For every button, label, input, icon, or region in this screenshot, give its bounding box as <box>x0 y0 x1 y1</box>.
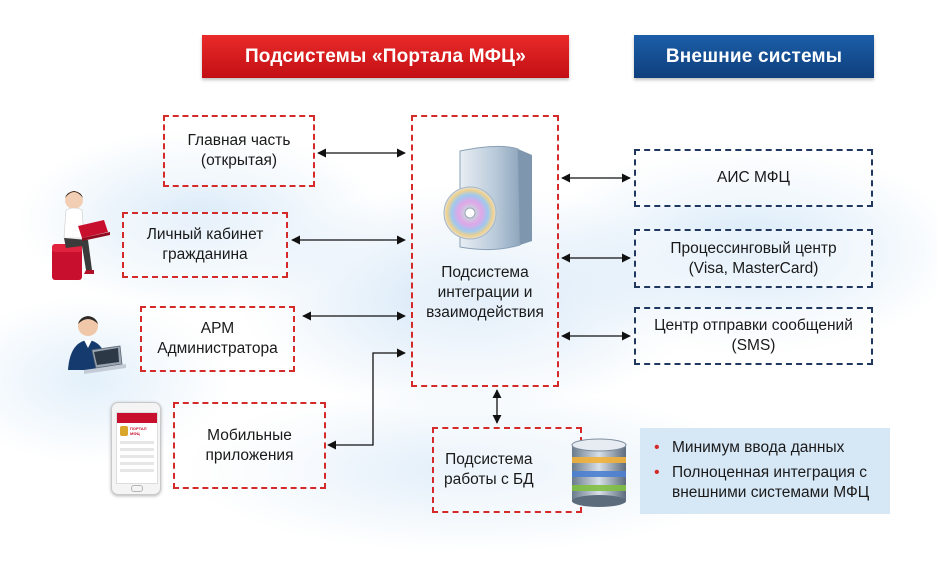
box-main-part: Главная часть (открытая) <box>163 115 315 187</box>
box-sms-label: Центр отправки сообщений (SMS) <box>654 317 853 354</box>
box-database-label: Подсистема работы с БД <box>444 451 534 488</box>
bullet-icon: • <box>654 439 660 456</box>
smartphone-screen-line <box>120 441 154 444</box>
box-main-part-label: Главная часть (открытая) <box>187 132 291 169</box>
smartphone-screen-header <box>117 413 157 423</box>
header-subsystems-label: Подсистемы «Портала МФЦ» <box>244 45 527 67</box>
box-citizen-cabinet: Личный кабинет гражданина <box>122 212 288 278</box>
box-ais-mfc: АИС МФЦ <box>634 149 873 207</box>
box-admin-workplace: АРМ Администратора <box>140 306 295 372</box>
box-sms-center: Центр отправки сообщений (SMS) <box>634 307 873 365</box>
smartphone-screen-line <box>120 469 154 472</box>
database-stack-icon <box>571 438 627 507</box>
woman-laptop-icon <box>52 191 110 280</box>
man-laptop-icon <box>68 316 126 374</box>
box-ais-label: АИС МФЦ <box>717 169 790 186</box>
benefit-text: Полноценная интеграция с внешними систем… <box>672 464 870 501</box>
smartphone-screen-logo <box>120 426 128 436</box>
smartphone-screen: ПОРТАЛ МФЦ <box>116 412 158 484</box>
box-admin-label: АРМ Администратора <box>157 320 278 357</box>
header-subsystems: Подсистемы «Портала МФЦ» <box>202 35 569 78</box>
smartphone-screen-line <box>120 448 154 451</box>
arrow-mobile <box>327 348 406 450</box>
smartphone-icon: ПОРТАЛ МФЦ <box>111 402 161 495</box>
box-citizen-cabinet-label: Личный кабинет гражданина <box>146 226 264 263</box>
smartphone-screen-line <box>120 462 154 465</box>
benefit-item: • Минимум ввода данных <box>654 438 882 458</box>
smartphone-screen-brand: ПОРТАЛ МФЦ <box>130 426 147 436</box>
benefit-text: Минимум ввода данных <box>672 439 845 456</box>
smartphone-screen-line <box>120 455 154 458</box>
box-mobile-label: Мобильные приложения <box>205 426 294 464</box>
box-integration-label: Подсистема интеграции и взаимодействия <box>426 264 544 321</box>
software-box-cd-icon <box>443 145 532 251</box>
bullet-icon: • <box>654 464 660 481</box>
box-database-subsystem: Подсистема работы с БД <box>432 427 582 513</box>
header-external-systems: Внешние системы <box>634 35 874 78</box>
box-processing-center: Процессинговый центр (Visa, MasterCard) <box>634 229 873 288</box>
benefit-item: • Полноценная интеграция с внешними сист… <box>654 463 882 503</box>
smartphone-home-button <box>131 485 143 492</box>
box-mobile-apps: Мобильные приложения <box>173 402 326 489</box>
benefits-panel: • Минимум ввода данных • Полноценная инт… <box>640 428 890 514</box>
box-processing-label: Процессинговый центр (Visa, MasterCard) <box>670 239 837 277</box>
header-external-label: Внешние системы <box>665 45 843 67</box>
